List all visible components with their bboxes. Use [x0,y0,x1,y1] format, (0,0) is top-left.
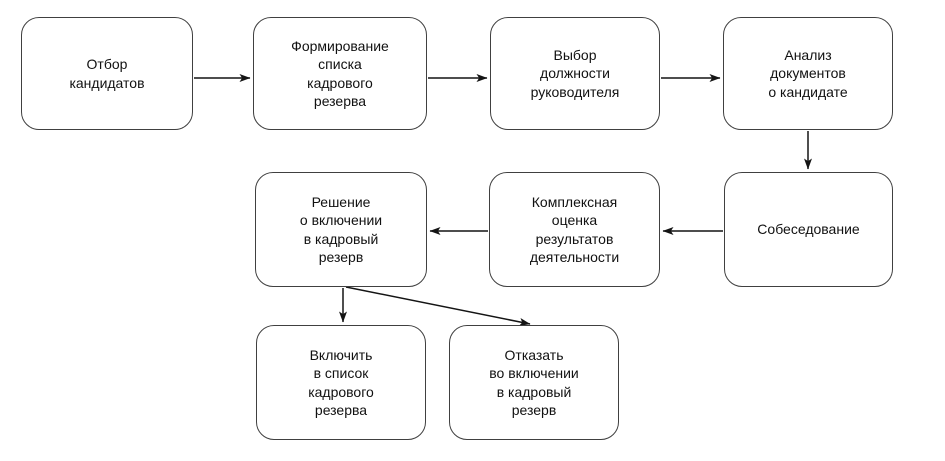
node-label: Включить в список кадрового резерва [308,347,374,418]
node-label: Отказать во включении в кадровый резерв [489,347,579,418]
node-candidate-selection: Отбор кандидатов [21,17,193,130]
node-interview: Собеседование [724,172,893,287]
node-manager-position-choice: Выбор должности руководителя [490,17,660,130]
node-label: Выбор должности руководителя [530,47,620,100]
node-label: Отбор кандидатов [69,56,145,91]
node-reserve-list-formation: Формирование списка кадрового резерва [253,17,427,130]
node-comprehensive-assessment: Комплексная оценка результатов деятельно… [489,172,660,287]
node-label: Формирование списка кадрового резерва [291,38,389,109]
node-label: Собеседование [757,221,860,238]
node-label: Комплексная оценка результатов деятельно… [529,194,620,265]
node-label: Анализ документов о кандидате [768,47,848,100]
node-candidate-documents-analysis: Анализ документов о кандидате [723,17,893,130]
arrow-inclusion-decision-to-refuse-inclusion [345,286,531,326]
node-refuse-inclusion: Отказать во включении в кадровый резерв [449,325,619,440]
node-inclusion-decision: Решение о включении в кадровый резерв [255,172,427,287]
node-include-in-list: Включить в список кадрового резерва [256,325,426,440]
node-label: Решение о включении в кадровый резерв [299,194,383,265]
